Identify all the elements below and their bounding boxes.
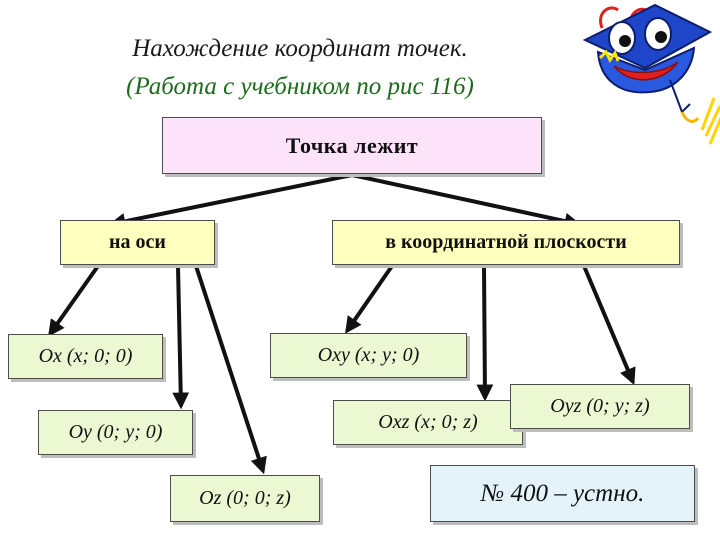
arrow-plane-to-oxy [345,264,394,334]
leaf-oy: Oy (0; y; 0) [38,410,193,455]
branch-plane-label: в координатной плоскости [385,231,627,253]
arrow-root-to-plane [351,173,582,230]
root-label: Точка лежит [285,132,419,158]
title-line-2: (Работа с учебником по рис 116) [126,73,474,100]
arrow-axis-to-oz [194,265,267,475]
branch-plane: в координатной плоскости [332,220,680,265]
leaf-ox: Ox (x; 0; 0) [8,334,163,379]
cartoon-graduation-cap-icon [582,3,713,123]
leaf-oxy-label: Oxy (x; y; 0) [317,344,420,366]
arrow-plane-to-oyz [582,265,636,386]
arrow-root-to-axis [108,173,353,230]
arrow-axis-to-ox [48,264,100,337]
branch-axis-label: на оси [109,231,166,253]
leaf-oxz: Oxz (x; 0; z) [333,400,523,445]
leaf-oy-label: Oy (0; y; 0) [68,421,163,443]
leaf-oz: Oz (0; 0; z) [170,475,320,522]
arrow-axis-to-oy [172,265,190,410]
sparkle-icon [700,97,720,145]
branch-axis: на оси [60,220,215,265]
leaf-oxz-label: Oxz (x; 0; z) [378,411,478,433]
leaf-ox-label: Ox (x; 0; 0) [38,345,133,367]
leaf-oz-label: Oz (0; 0; z) [199,487,291,509]
task-box: № 400 – устно. [430,465,695,522]
root-node: Точка лежит [162,117,542,174]
task-label: № 400 – устно. [480,479,645,507]
slide-title: Нахождение координат точек. (Работа с уч… [40,30,560,106]
arrow-plane-to-oxz [476,265,494,402]
leaf-oyz-label: Oyz (0; y; z) [550,395,650,417]
leaf-oxy: Oxy (x; y; 0) [270,333,467,378]
title-line-1: Нахождение координат точек. [132,35,468,62]
leaf-oyz: Oyz (0; y; z) [510,384,690,429]
